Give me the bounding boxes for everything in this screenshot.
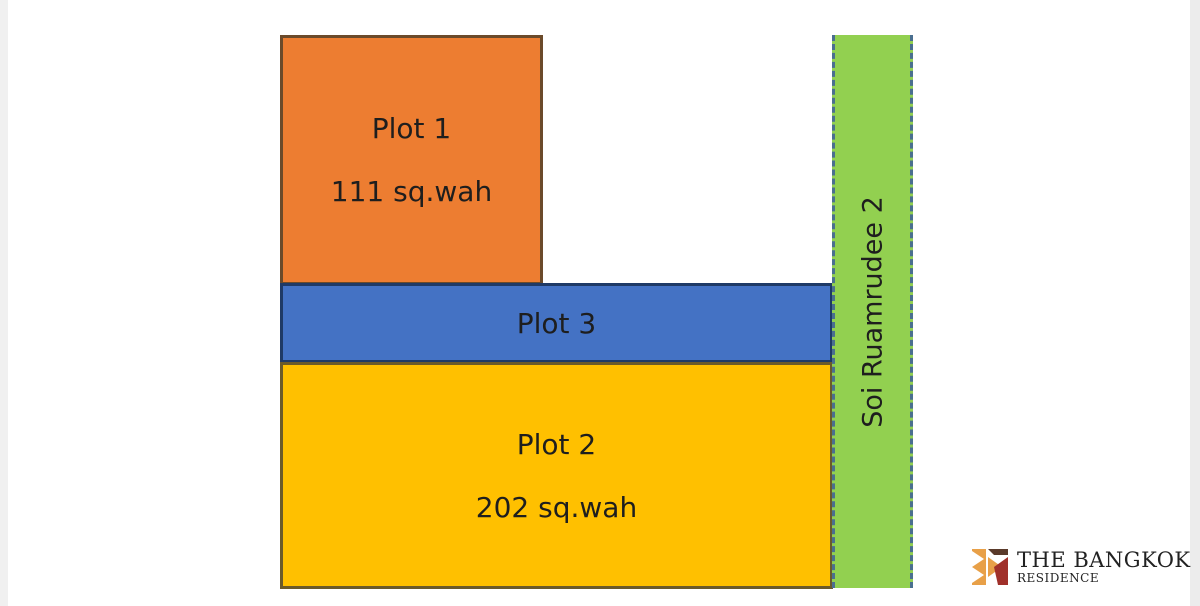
plot-1-label: Plot 1: [371, 112, 452, 145]
plot-2-label: Plot 2: [516, 427, 597, 461]
plot-2-area: 202 sq.wah: [475, 490, 638, 524]
right-border: [1190, 0, 1200, 606]
brand-logo: THE BANGKOK RESIDENCE: [972, 549, 1191, 585]
road-label: Soi Ruamrudee 2: [857, 195, 888, 428]
logo-mark-icon: [972, 549, 1008, 585]
logo-line-2: RESIDENCE: [1017, 571, 1100, 585]
left-border: [0, 0, 8, 606]
plot-1-area: 111 sq.wah: [330, 175, 493, 208]
plot-3: Plot 3: [280, 283, 833, 363]
plot-3-label: Plot 3: [516, 306, 597, 340]
road-soi-ruamrudee-2: Soi Ruamrudee 2: [832, 35, 913, 588]
plot-2: Plot 2 202 sq.wah: [280, 362, 833, 589]
plot-1: Plot 1 111 sq.wah: [280, 35, 543, 285]
logo-line-1: THE BANGKOK: [1017, 548, 1191, 572]
